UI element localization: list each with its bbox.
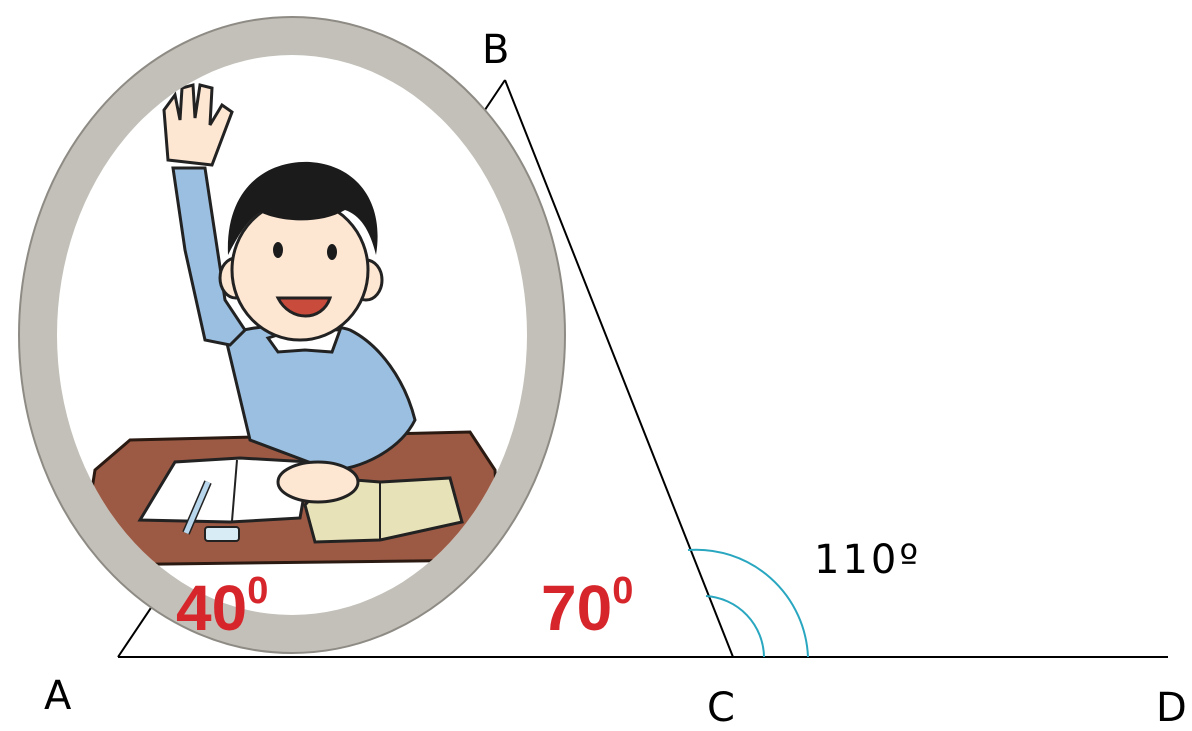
angle-c-value: 70 [541,572,613,644]
vertex-label-d: D [1156,685,1187,731]
angle-c-label: 700 [541,572,633,640]
angle-c-degree: 0 [612,570,634,612]
exterior-angle-label: 110º [814,537,922,583]
angle-a-degree: 0 [247,570,269,612]
exterior-angle-arc-inner [705,595,765,658]
side-bc [504,79,734,658]
student-portrait [18,16,566,654]
vertex-label-c: C [707,685,735,731]
angle-a-value: 40 [176,572,248,644]
exterior-angle-arc-outer [687,548,809,658]
vertex-label-b: B [482,27,510,73]
angle-a-label: 400 [176,572,268,640]
vertex-label-a: A [44,673,72,719]
